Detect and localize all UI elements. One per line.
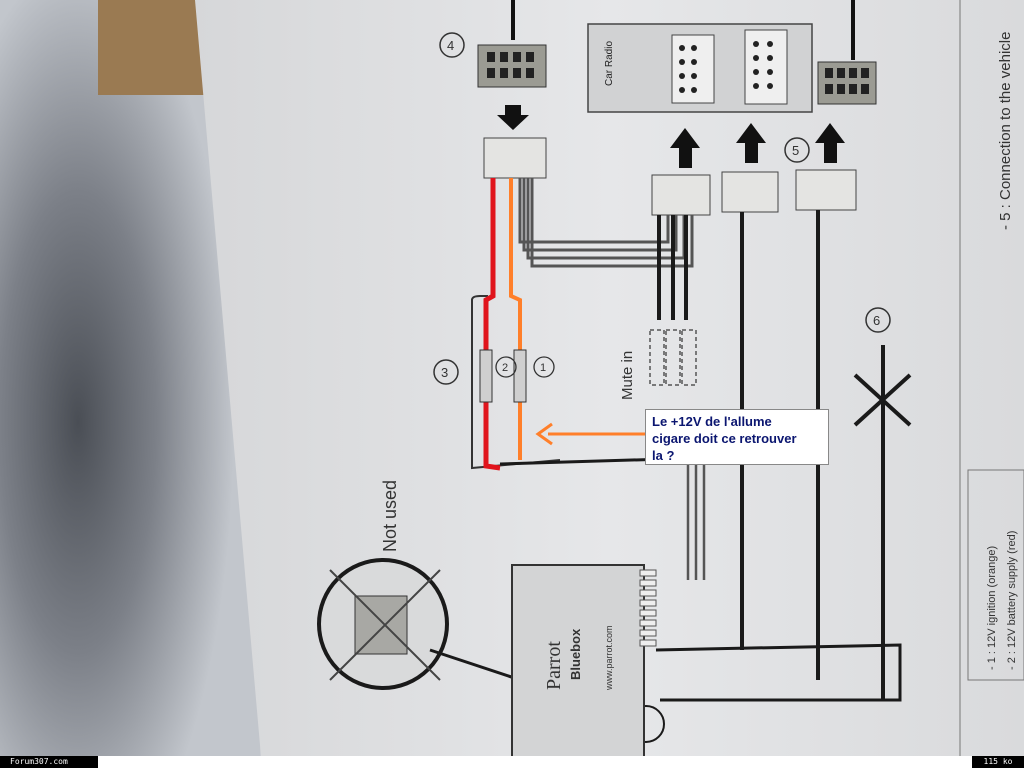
label-6: 6 [873,313,880,328]
label-circle-6 [865,307,891,333]
label-circle-5 [784,137,810,163]
fuse-2 [479,349,493,403]
annotation-arrow-head [535,422,553,446]
connector-plug-4 [483,137,547,179]
connector-4 [477,44,547,88]
vehicle-connection-text: - 5 : Connection to the vehicle [997,32,1014,230]
arrow-up-1 [670,128,700,168]
bluebox-module [511,564,645,768]
image-footer: Forum307.com 115 ko [0,756,1024,768]
car-radio-label: Car Radio [604,41,615,86]
label-circle-3 [433,359,459,385]
arrow-up-2 [736,123,766,163]
plug-radio [721,171,779,213]
label-5: 5 [792,143,799,158]
radio-socket-2 [744,29,788,105]
tabletop-corner [98,0,208,95]
arrow-down-4 [497,105,529,130]
label-1: 1 [540,362,546,374]
fuse-1 [513,349,527,403]
not-used-label: Not used [380,480,400,552]
plug-vehicle [795,169,857,211]
callout-line-3: la ? [652,448,675,463]
label-3: 3 [441,365,448,380]
legend-ignition: - 1 : 12V ignition (orange) [986,546,998,670]
not-used-cross [329,569,441,681]
cross-mark [853,373,912,427]
label-4: 4 [447,38,454,53]
footer-size: 115 ko [972,756,1024,768]
label-circle-4 [439,32,465,58]
parrot-url: www.parrot.com [604,625,614,691]
bluebox-label: Bluebox [568,628,583,680]
unused-connector [354,595,408,655]
arrow-up-3 [815,123,845,163]
red-wire [483,178,501,471]
callout-line-1: Le +12V de l'allume [652,414,772,429]
parrot-label: Parrot [543,641,565,690]
annotation-callout: Le +12V de l'allume cigare doit ce retro… [645,409,829,465]
label-2: 2 [502,362,508,374]
legend-battery: - 2 : 12V battery supply (red) [1006,531,1018,670]
mute-in-label: Mute in [619,351,636,400]
label-circle-1 [533,356,555,378]
plug-audio [651,174,711,216]
footer-site: Forum307.com [0,756,98,768]
callout-line-2: cigare doit ce retrouver [652,431,797,446]
label-circle-2 [495,356,517,378]
